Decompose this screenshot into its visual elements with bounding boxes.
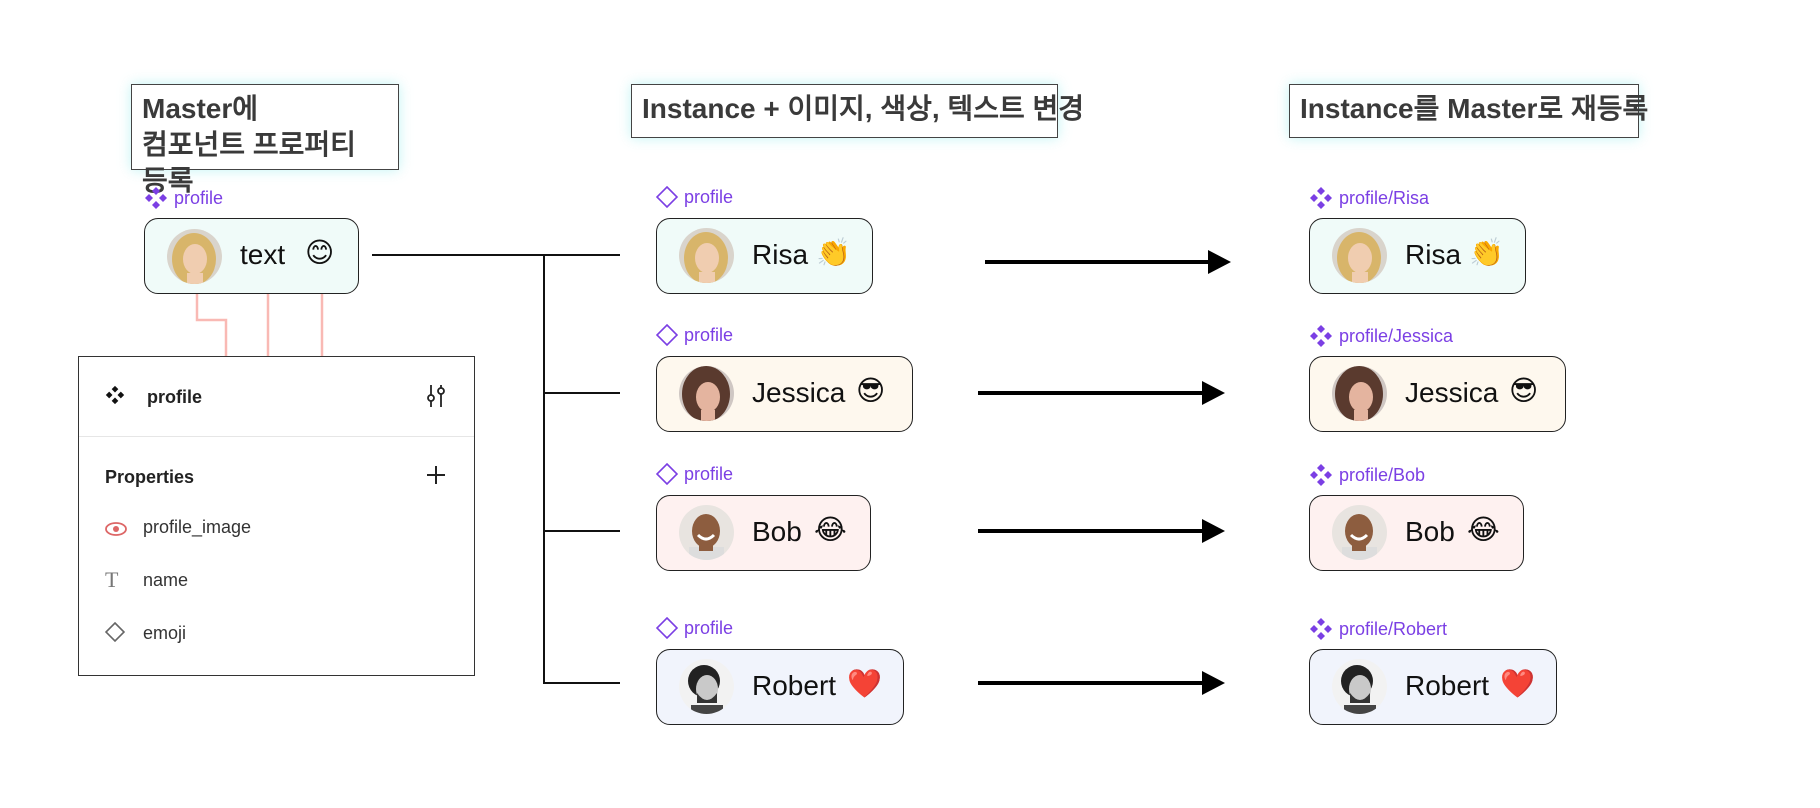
- instance-icon: [656, 186, 678, 208]
- instance-card-emoji: 👏: [816, 236, 851, 269]
- registered-card-emoji: 😂: [1467, 513, 1500, 546]
- title-master: Master에 컴포넌트 프로퍼티 등록: [131, 84, 399, 196]
- instance-card-name: Robert: [752, 670, 837, 701]
- component-icon: [1309, 324, 1333, 348]
- instance-card-emoji: 😎: [856, 374, 886, 407]
- property-profile-image[interactable]: profile_image: [143, 517, 252, 537]
- tree-connector: [372, 254, 620, 684]
- avatar: [679, 505, 734, 560]
- component-icon: [1309, 186, 1333, 210]
- instance-card[interactable]: Robert ❤️: [656, 649, 904, 725]
- registered-label: profile/Bob: [1309, 463, 1425, 487]
- title-register: Instance를 Master로 재등록: [1289, 84, 1648, 138]
- instance-card-emoji: 😂: [814, 513, 847, 546]
- instance-card-emoji: ❤️: [847, 667, 882, 700]
- avatar: [1332, 228, 1387, 283]
- component-icon: [1309, 617, 1333, 641]
- registered-card[interactable]: Risa👏: [1309, 218, 1526, 294]
- registered-card-emoji: 👏: [1469, 236, 1504, 269]
- instance-label: profile: [656, 463, 733, 485]
- registered-card-name: Robert: [1405, 670, 1490, 701]
- avatar: [167, 229, 222, 284]
- registered-card-emoji: 😎: [1509, 374, 1539, 407]
- avatar: [1332, 366, 1387, 421]
- master-component-label: profile: [144, 186, 223, 210]
- registered-card[interactable]: Robert ❤️: [1309, 649, 1557, 725]
- property-name[interactable]: name: [143, 570, 189, 590]
- avatar: [679, 366, 734, 421]
- component-icon: [1309, 463, 1333, 487]
- eye-icon[interactable]: [105, 520, 127, 543]
- component-properties-panel: profile Properties profile_image T name …: [78, 356, 475, 676]
- adjust-icon[interactable]: [424, 383, 448, 414]
- registered-card-name: Risa: [1405, 239, 1462, 270]
- registered-card[interactable]: Bob 😂: [1309, 495, 1524, 571]
- panel-divider: [79, 436, 474, 437]
- diamond-icon: [104, 621, 126, 648]
- instance-card[interactable]: Bob 😂: [656, 495, 871, 571]
- registered-label: profile/Robert: [1309, 617, 1447, 641]
- avatar: [679, 659, 734, 714]
- panel-title: profile: [147, 387, 203, 407]
- instance-card-name: Bob: [752, 516, 802, 547]
- instance-icon: [656, 463, 678, 485]
- component-icon: [105, 385, 125, 410]
- registered-card-emoji: ❤️: [1500, 667, 1535, 700]
- master-card[interactable]: text 😊: [144, 218, 359, 294]
- instance-card[interactable]: Jessica 😎: [656, 356, 913, 432]
- avatar: [1332, 505, 1387, 560]
- title-instance: Instance + 이미지, 색상, 텍스트 변경: [631, 84, 1084, 138]
- add-property-icon[interactable]: [424, 463, 448, 492]
- properties-heading: Properties: [105, 467, 195, 487]
- registered-label: profile/Risa: [1309, 186, 1429, 210]
- instance-label: profile: [656, 617, 733, 639]
- registered-card[interactable]: Jessica 😎: [1309, 356, 1566, 432]
- registered-card-name: Jessica: [1405, 377, 1499, 408]
- avatar: [679, 228, 734, 283]
- avatar: [1332, 659, 1387, 714]
- component-icon: [144, 186, 168, 210]
- instance-card[interactable]: Risa👏: [656, 218, 873, 294]
- instance-label: profile: [656, 186, 733, 208]
- instance-icon: [656, 617, 678, 639]
- instance-card-name: Jessica: [752, 377, 846, 408]
- master-card-emoji: 😊: [305, 236, 335, 269]
- instance-icon: [656, 324, 678, 346]
- registered-label: profile/Jessica: [1309, 324, 1453, 348]
- master-card-text: text: [240, 239, 286, 270]
- registered-card-name: Bob: [1405, 516, 1455, 547]
- instance-label: profile: [656, 324, 733, 346]
- property-emoji[interactable]: emoji: [143, 623, 187, 643]
- arrows: [978, 250, 1231, 695]
- text-icon: T: [105, 567, 119, 592]
- instance-card-name: Risa: [752, 239, 809, 270]
